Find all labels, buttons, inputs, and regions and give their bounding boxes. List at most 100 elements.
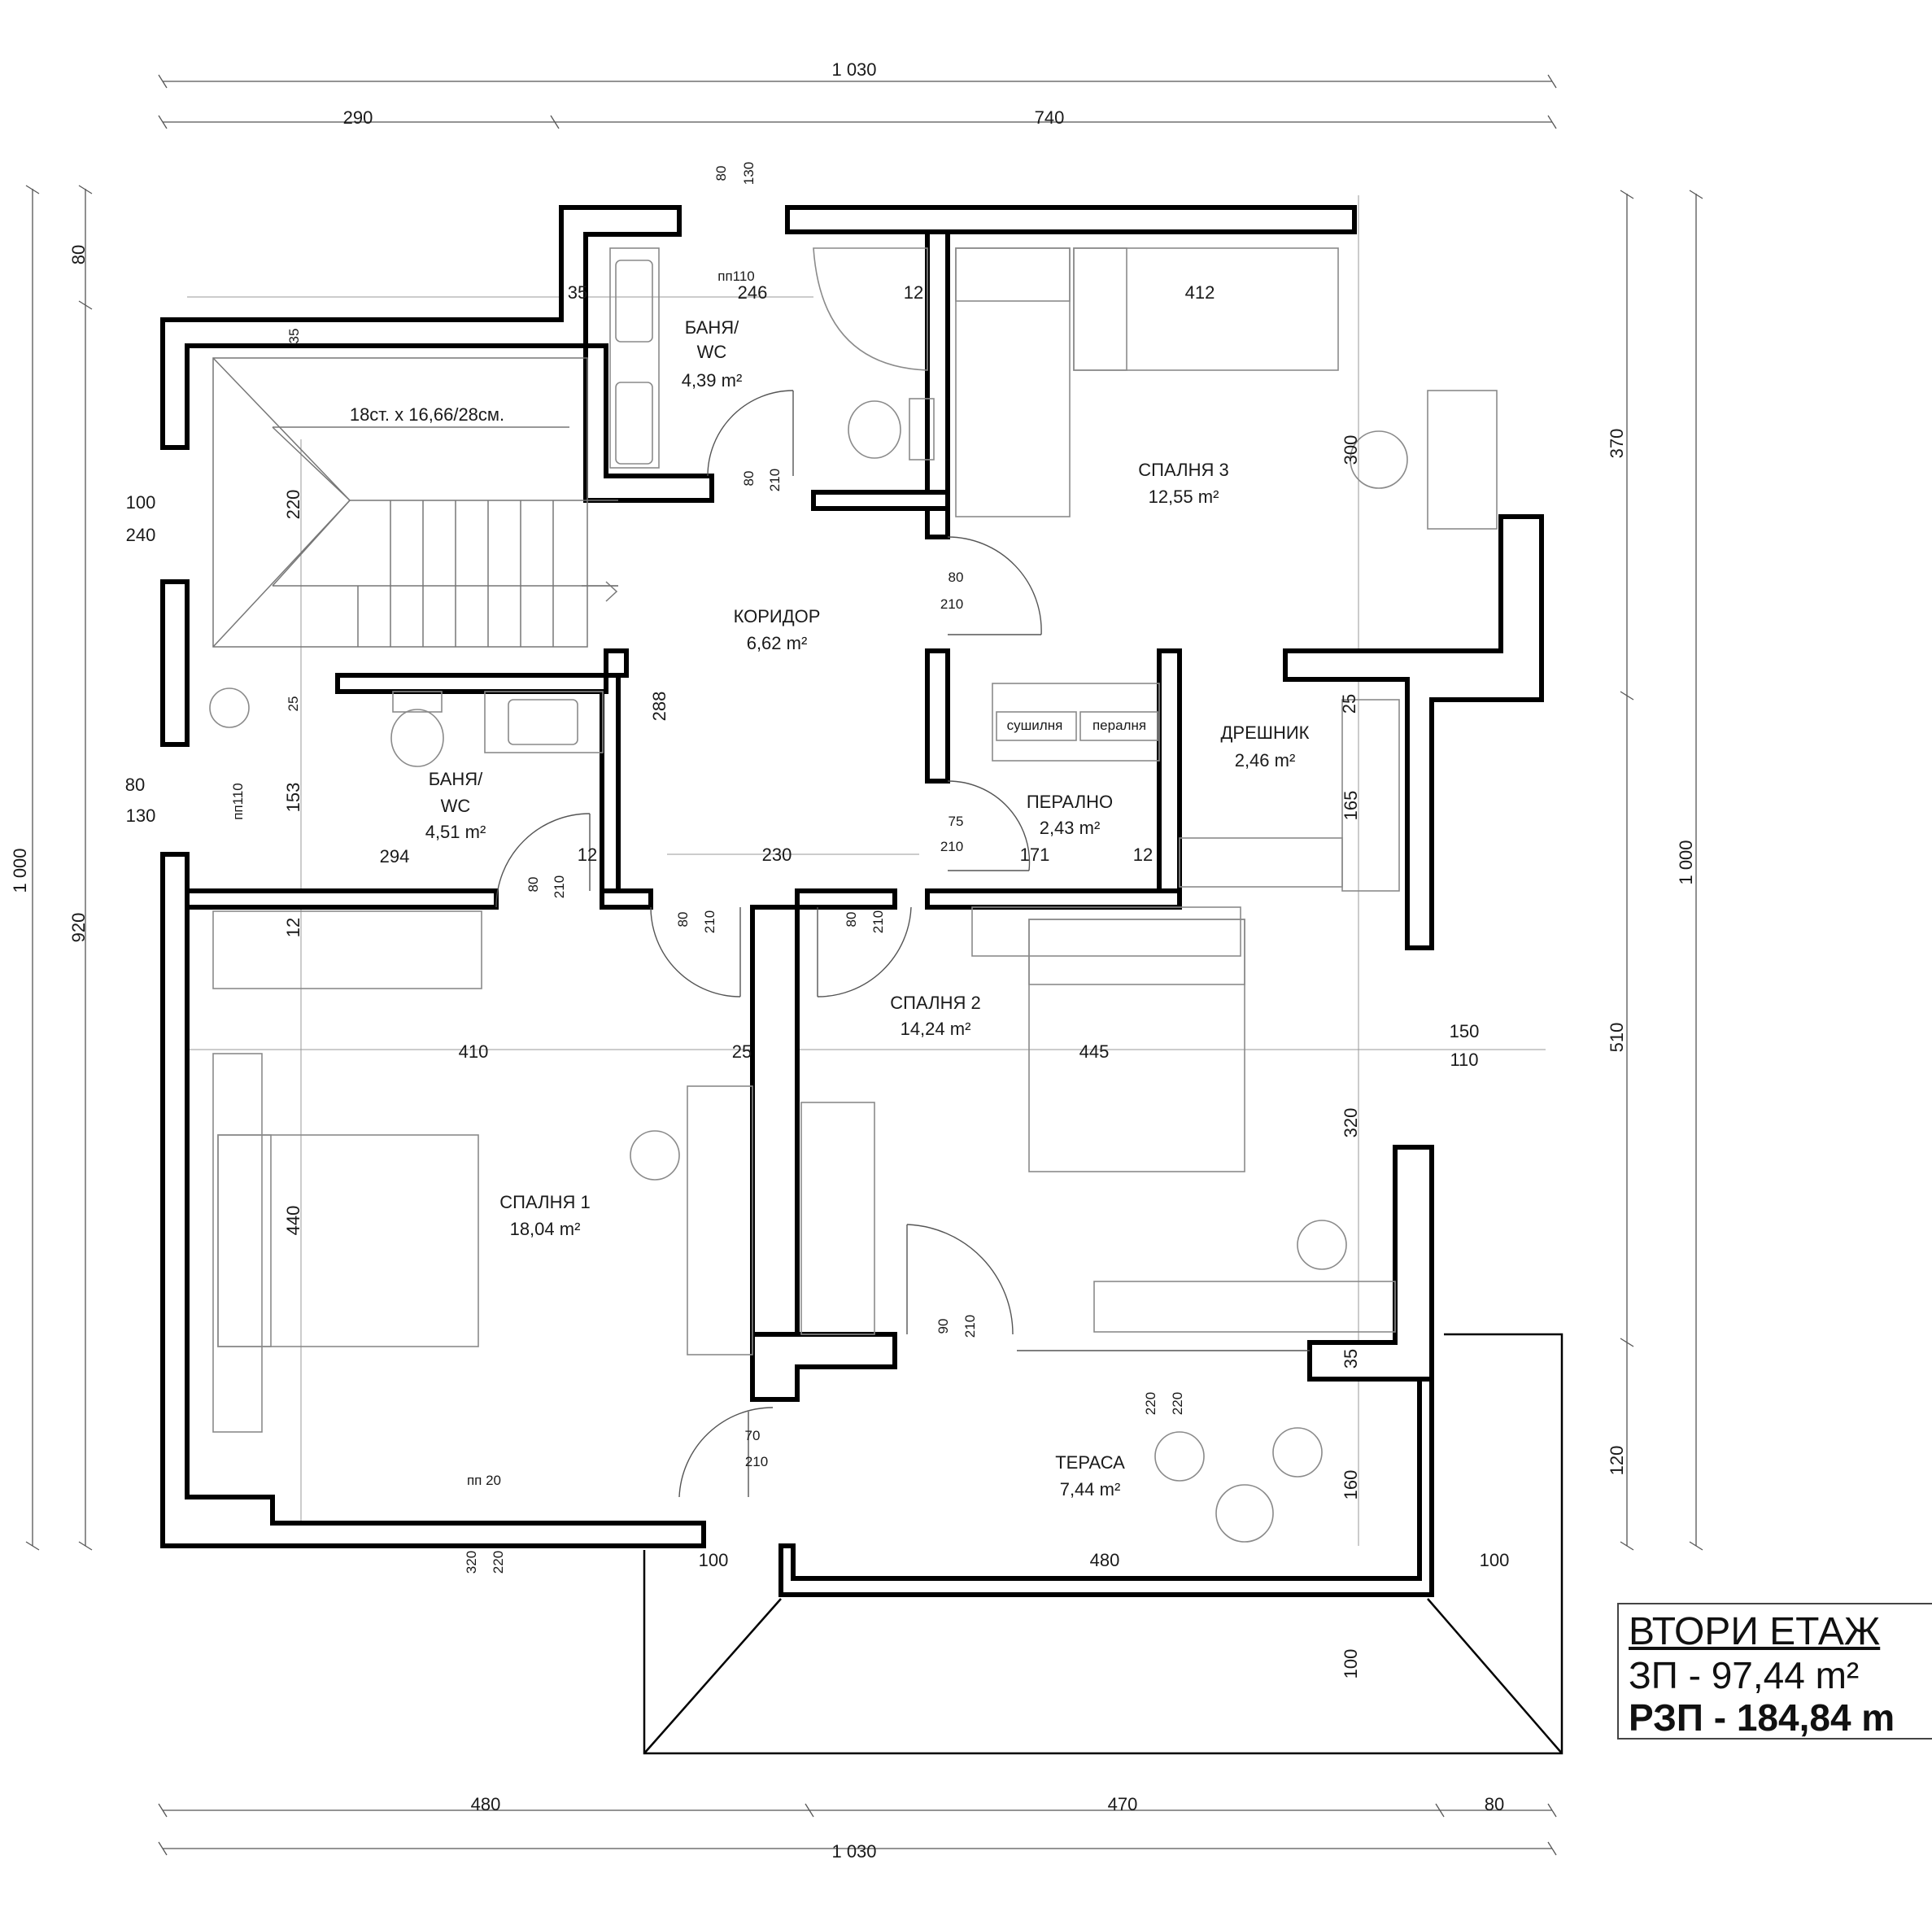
- dim-80g: 80: [844, 912, 859, 928]
- dim-210d: 210: [552, 875, 567, 898]
- terrace-area: 7,44 m²: [1060, 1479, 1121, 1499]
- axis-guides: [187, 195, 1546, 1546]
- dim-130a: 130: [741, 162, 757, 185]
- staircase: [212, 357, 618, 648]
- dim-top-left: 290: [343, 107, 373, 128]
- dim-246: 246: [738, 282, 768, 303]
- closet-name: ДРЕШНИК: [1221, 722, 1310, 743]
- dim-160: 160: [1341, 1470, 1361, 1500]
- dim-410: 410: [459, 1041, 489, 1062]
- dim-110: 110: [1450, 1050, 1478, 1070]
- walls: [160, 205, 1544, 1597]
- bedroom1-name: СПАЛНЯ 1: [499, 1192, 590, 1212]
- dim-288: 288: [649, 692, 669, 722]
- dim-210b: 210: [940, 596, 963, 612]
- dim-bottom-total: 1 030: [831, 1841, 876, 1862]
- dim-12c: 12: [1133, 845, 1153, 865]
- dim-100b: 100: [699, 1550, 729, 1570]
- dim-412: 412: [1185, 282, 1215, 303]
- dim-left-main: 920: [68, 913, 89, 943]
- dim-320: 320: [1341, 1108, 1361, 1138]
- dim-12d: 12: [283, 918, 303, 937]
- dim-100c: 100: [1480, 1550, 1510, 1570]
- dim-right-top: 370: [1607, 429, 1627, 459]
- dim-35b: 35: [286, 329, 302, 344]
- dim-bottom-mid: 470: [1108, 1794, 1138, 1814]
- laundry-name: ПЕРАЛНО: [1027, 792, 1113, 812]
- dim-75: 75: [949, 814, 964, 829]
- dim-bottom-left: 480: [471, 1794, 501, 1814]
- dim-80e: 80: [526, 877, 541, 893]
- dim-nn110b: пп110: [230, 783, 246, 820]
- dim-300: 300: [1341, 435, 1361, 465]
- dim-210a: 210: [767, 469, 783, 491]
- dim-220d: 220: [491, 1551, 506, 1574]
- dim-130b: 130: [126, 805, 156, 826]
- room-labels: БАНЯ/ WC 4,39 m² СПАЛНЯ 3 12,55 m² КОРИД…: [425, 317, 1310, 1499]
- dim-80a: 80: [713, 166, 729, 181]
- dim-bottom-right: 80: [1485, 1794, 1504, 1814]
- dim-80f: 80: [675, 912, 691, 928]
- stairs-label: 18ст. x 16,66/28см.: [350, 404, 504, 425]
- dim-12b: 12: [578, 845, 597, 865]
- dim-220b: 220: [1143, 1392, 1158, 1415]
- dim-nn110a: пп110: [717, 268, 755, 284]
- dim-440: 440: [283, 1206, 303, 1236]
- dim-25c: 25: [732, 1041, 752, 1062]
- plan-title: ВТОРИ ЕТАЖ: [1629, 1610, 1881, 1653]
- terrace-name: ТЕРАСА: [1055, 1452, 1125, 1473]
- roof-outline: [643, 1333, 1563, 1755]
- dim-nn20: пп 20: [467, 1473, 501, 1488]
- bath1-name: БАНЯ/: [685, 317, 739, 338]
- dim-100: 100: [126, 492, 156, 513]
- dim-210f: 210: [870, 910, 886, 933]
- dim-right-mid: 510: [1607, 1023, 1627, 1053]
- total-area: РЗП - 184,84 m: [1629, 1696, 1895, 1739]
- dim-70: 70: [745, 1428, 761, 1443]
- corridor-name: КОРИДОР: [734, 606, 821, 626]
- inner-dimensions: 246 35 12 412 пп110 80 130 35 220 100 24…: [125, 162, 1510, 1679]
- dim-25b: 25: [286, 696, 301, 712]
- dimension-lines: 1 030 290 740 480 470 80 1 030 1 000 80 …: [10, 59, 1703, 1862]
- closet-area: 2,46 m²: [1235, 750, 1296, 770]
- dim-35a: 35: [568, 282, 587, 303]
- dim-210c: 210: [940, 839, 963, 854]
- dim-320b: 320: [464, 1551, 479, 1574]
- dim-left-total: 1 000: [10, 848, 30, 893]
- dim-153: 153: [283, 783, 303, 813]
- washer-label: пералня: [1092, 718, 1146, 733]
- dim-80b: 80: [741, 471, 757, 487]
- dim-90: 90: [935, 1319, 951, 1334]
- dim-165: 165: [1341, 791, 1361, 821]
- dryer-label: сушилня: [1007, 718, 1063, 733]
- bedroom2-area: 14,24 m²: [901, 1019, 971, 1039]
- dim-210h: 210: [745, 1454, 768, 1469]
- dim-240: 240: [126, 525, 156, 545]
- dim-210g: 210: [962, 1315, 978, 1338]
- dim-left-top: 80: [68, 245, 89, 264]
- furniture: [209, 247, 1498, 1543]
- dim-150: 150: [1450, 1021, 1480, 1041]
- dim-480: 480: [1090, 1550, 1120, 1570]
- dim-445: 445: [1079, 1041, 1110, 1062]
- bedroom3-area: 12,55 m²: [1149, 487, 1219, 507]
- dim-top-right: 740: [1035, 107, 1065, 128]
- dim-220c: 220: [1170, 1392, 1185, 1415]
- dim-80c: 80: [949, 570, 964, 585]
- dim-100d: 100: [1341, 1649, 1361, 1679]
- corridor-area: 6,62 m²: [747, 633, 808, 653]
- dim-right-total: 1 000: [1676, 840, 1696, 884]
- bath1-name2: WC: [697, 342, 727, 362]
- bath2-name: БАНЯ/: [429, 769, 483, 789]
- dim-35c: 35: [1341, 1349, 1361, 1369]
- bedroom2-name: СПАЛНЯ 2: [890, 993, 980, 1013]
- bedroom3-name: СПАЛНЯ 3: [1138, 460, 1228, 480]
- dim-210e: 210: [702, 910, 717, 933]
- dim-230: 230: [762, 845, 792, 865]
- plan-legend: ВТОРИ ЕТАЖ ЗП - 97,44 m² РЗП - 184,84 m: [1617, 1603, 1932, 1740]
- bath2-name2: WC: [441, 796, 471, 816]
- laundry-area: 2,43 m²: [1040, 818, 1101, 838]
- bedroom1-area: 18,04 m²: [510, 1219, 581, 1239]
- built-area: ЗП - 97,44 m²: [1629, 1654, 1860, 1696]
